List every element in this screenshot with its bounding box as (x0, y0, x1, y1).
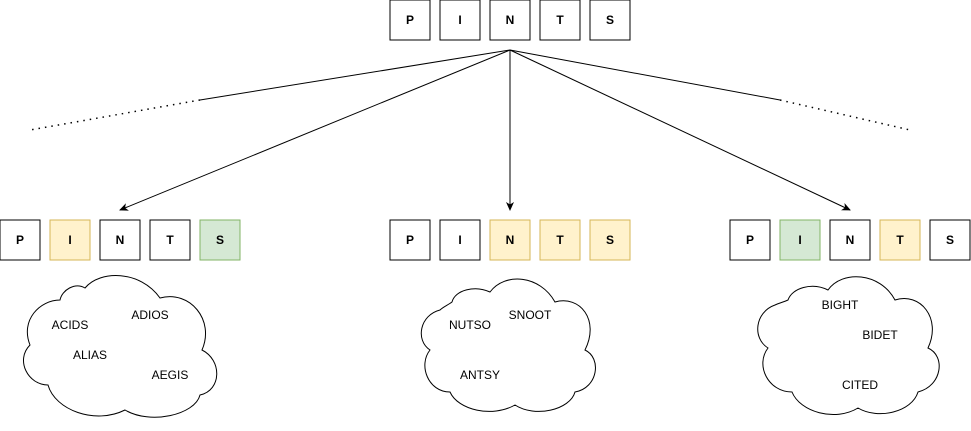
branch-1-tile-box (149, 219, 191, 261)
branch-2-tile-box (539, 219, 581, 261)
branch-2-tile-1: P (389, 219, 431, 261)
branch-2-tile-box (439, 219, 481, 261)
cloud-word: NUTSO (449, 318, 491, 332)
branch-2-tile-4: T (539, 219, 581, 261)
top-guess-tile-letter: P (406, 13, 414, 27)
top-guess-tile-letter: I (458, 13, 461, 27)
branch-2-tile-5: S (589, 219, 631, 261)
branch-2-tile-letter: N (506, 233, 515, 247)
top-guess-tile-box (439, 0, 481, 41)
branch-1-tile-2: I (49, 219, 91, 261)
branch-1-tile-letter: N (116, 233, 125, 247)
branch-3-tile-box (879, 219, 921, 261)
branch-3-tile-box (929, 219, 971, 261)
branch-1-tile-letter: T (166, 233, 174, 247)
cloud-word: ALIAS (73, 348, 107, 362)
arrow-to-left-branch (119, 49, 511, 211)
cloud-word: AEGIS (152, 368, 189, 382)
cloud-word: ANTSY (460, 368, 500, 382)
edges (29, 49, 911, 211)
cloud-word: SNOOT (509, 308, 552, 322)
branch-3-tile-box (779, 219, 821, 261)
branch-1-tile-box (0, 219, 41, 261)
cloud-word: ADIOS (131, 308, 168, 322)
top-guess-tile-letter: S (606, 13, 614, 27)
branch-3-tile-box (829, 219, 871, 261)
top-guess-tile-3: N (489, 0, 531, 41)
branch-1-tile-letter: P (16, 233, 24, 247)
branch-3-tile-4: T (879, 219, 921, 261)
top-guess-tile-box (589, 0, 631, 41)
top-guess-tile-box (489, 0, 531, 41)
branch-2-tile-box (389, 219, 431, 261)
branch-1-tile-box (99, 219, 141, 261)
branch-3-tile-letter: S (946, 233, 954, 247)
cloud-word: BIDET (862, 328, 898, 342)
branch-2-tile-letter: T (556, 233, 564, 247)
branch-1-tile-5: S (199, 219, 241, 261)
branch-2-tile-letter: S (606, 233, 614, 247)
cloud-left (23, 275, 218, 418)
branch-3-tile-letter: I (798, 233, 801, 247)
branch-3-tile-2: I (779, 219, 821, 261)
branch-1-tile-box (49, 219, 91, 261)
branch-1-tile-1: P (0, 219, 41, 261)
top-guess-tile-box (389, 0, 431, 41)
branch-2-tile-box (589, 219, 631, 261)
branch-1-tile-letter: I (68, 233, 71, 247)
arrow-to-right-branch (509, 49, 851, 211)
branch-1-tile-3: N (99, 219, 141, 261)
cloud-word: ACIDS (52, 318, 89, 332)
top-guess-tile-4: T (539, 0, 581, 41)
edge-left-continuation (199, 49, 511, 101)
branch-2-tile-3: N (489, 219, 531, 261)
branch-1-tile-box (199, 219, 241, 261)
dotted-edge-left (29, 99, 201, 131)
branch-3-tile-3: N (829, 219, 871, 261)
branch-3-tile-5: S (929, 219, 971, 261)
branch-3-tile-1: P (729, 219, 771, 261)
top-guess-tile-2: I (439, 0, 481, 41)
cloud-middle (420, 278, 596, 412)
branch-3-tile-box (729, 219, 771, 261)
branch-3-tile-letter: P (746, 233, 754, 247)
clouds (23, 275, 940, 418)
branch-2-tile-letter: P (406, 233, 414, 247)
branch-2-tile-2: I (439, 219, 481, 261)
cloud-right (757, 276, 940, 415)
top-guess-tile-5: S (589, 0, 631, 41)
branch-2-tile-box (489, 219, 531, 261)
branch-1-tile-4: T (149, 219, 191, 261)
cloud-word-lists: ACIDS ADIOS ALIAS AEGIS NUTSO SNOOT ANTSY BIGHT… (52, 298, 899, 392)
branch-2-tile-letter: I (458, 233, 461, 247)
dotted-edge-right (779, 99, 911, 131)
top-guess-tile-box (539, 0, 581, 41)
branch-3-tile-letter: T (896, 233, 904, 247)
top-guess-tile-letter: T (556, 13, 564, 27)
branch-3-tile-letter: N (846, 233, 855, 247)
top-guess-tile-letter: N (506, 13, 515, 27)
edge-right-continuation (509, 49, 781, 101)
top-guess-tile-1: P (389, 0, 431, 41)
cloud-word: BIGHT (822, 298, 859, 312)
branch-1-tile-letter: S (216, 233, 224, 247)
cloud-word: CITED (842, 378, 878, 392)
